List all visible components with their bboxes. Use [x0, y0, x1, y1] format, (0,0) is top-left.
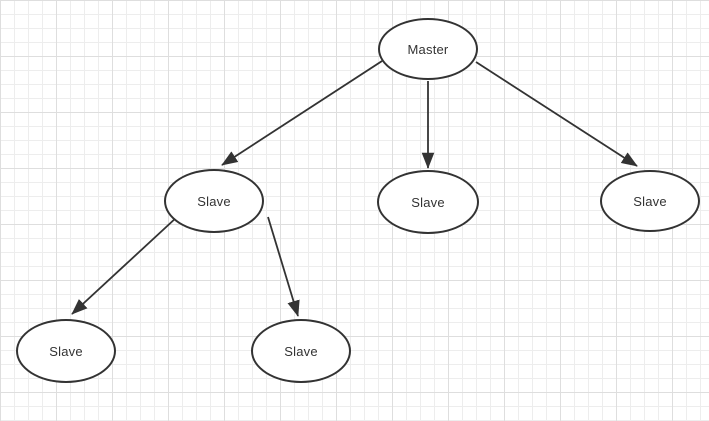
edge-slave-a-to-slave-e [267, 216, 300, 317]
node-slave-a[interactable]: Slave [164, 169, 264, 233]
node-label: Slave [197, 193, 231, 209]
edge-master-to-slave-c [475, 61, 638, 167]
node-label: Slave [284, 343, 318, 359]
node-slave-e[interactable]: Slave [251, 319, 351, 383]
edge-group [71, 60, 638, 317]
node-slave-c[interactable]: Slave [600, 170, 700, 232]
node-label: Slave [49, 343, 83, 359]
node-label: Slave [411, 194, 445, 210]
node-label: Slave [633, 193, 667, 209]
node-master[interactable]: Master [378, 18, 478, 80]
edge-master-to-slave-a [221, 60, 383, 166]
node-label: Master [407, 41, 449, 57]
node-slave-b[interactable]: Slave [377, 170, 479, 234]
node-slave-d[interactable]: Slave [16, 319, 116, 383]
edge-slave-a-to-slave-d [71, 216, 178, 315]
